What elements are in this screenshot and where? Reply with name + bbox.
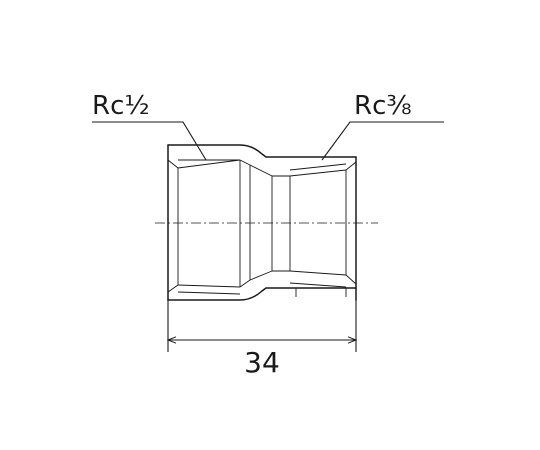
right-thread-leader (321, 121, 444, 161)
fitting-body (167, 144, 357, 301)
overall-length-dimension: 34 (244, 346, 280, 379)
left-thread-leader (92, 121, 207, 161)
left-thread-callout: Rc½ (92, 91, 150, 121)
right-thread-callout: Rc⅜ (354, 91, 412, 121)
